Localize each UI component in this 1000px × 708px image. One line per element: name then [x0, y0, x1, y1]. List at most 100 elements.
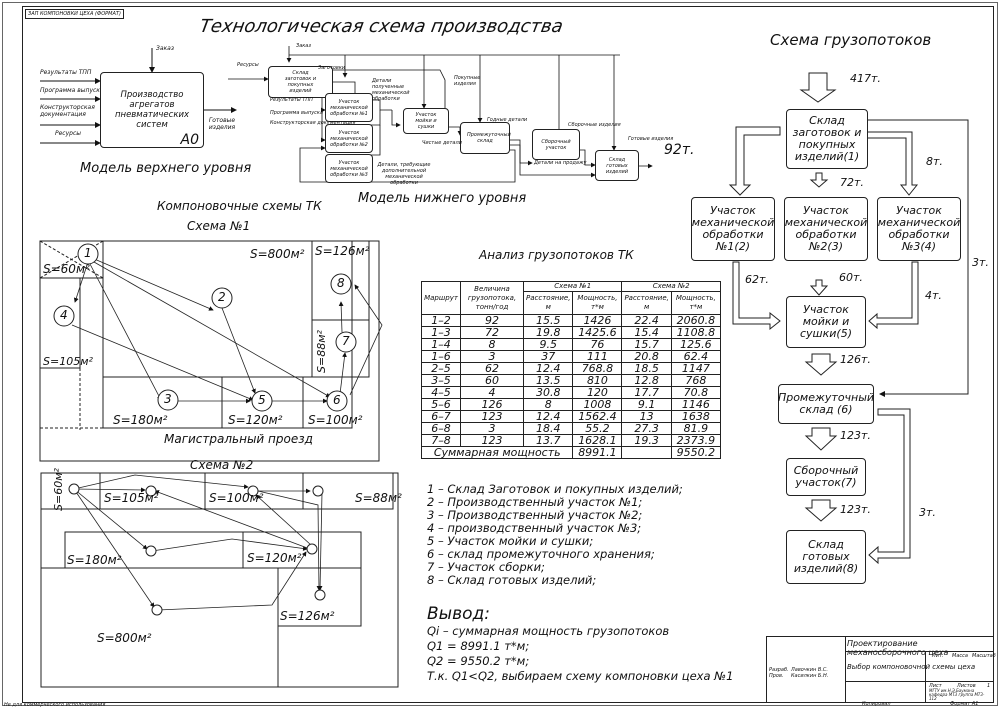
scheme1-nodes [53, 243, 357, 412]
scheme1-node-6: 6 [333, 393, 341, 407]
table-cell: 2060.8 [670, 314, 721, 327]
top-input-1: Результаты ТПП [40, 69, 92, 76]
scheme2-area-180: S=180м² [67, 553, 122, 567]
table-cell: 3 [460, 422, 524, 435]
title-block-sheets: Листов [957, 683, 976, 689]
col-s2-power: Мощность, т*м [670, 291, 721, 315]
lower-box-a23: Участок механической обработки №3 [325, 154, 373, 183]
analysis-table: Маршрут Величина грузопотока, тонн/год С… [420, 281, 721, 459]
top-output-label: Готовые изделия [208, 117, 236, 131]
table-cell: 19.3 [621, 434, 672, 447]
flow-qty-to3: 72т. [840, 176, 864, 189]
arrow-label-machined: Детали полученные механической обработки [372, 78, 410, 102]
table-cell: 12.4 [522, 410, 574, 423]
arrow-label-assembly: Сборочные изделия [568, 122, 621, 128]
scheme2-area-60: S=60м² [51, 468, 65, 511]
top-input-4: Ресурсы [55, 130, 82, 137]
scheme1-title: Схема №1 [187, 219, 251, 233]
table-cell: 6–8 [421, 422, 461, 435]
table-cell: 17.7 [621, 386, 672, 399]
lower-box-a22: Участок механической обработки №2 [325, 124, 373, 153]
lower-box-a3: Участок мойки и сушки [403, 108, 449, 134]
title-block-name: Касилкин Б.Н. [791, 673, 829, 679]
scheme1-node-5: 5 [258, 393, 266, 407]
col-s1-power: Мощность, т*м [572, 291, 623, 315]
lower-control-label: Заказ [296, 43, 312, 49]
table-total-cell: Суммарная мощность [420, 446, 574, 459]
table-cell: 1–3 [421, 326, 461, 339]
flow-qty-from3: 60т. [839, 271, 863, 284]
scheme2-area-126: S=126м² [280, 609, 335, 623]
scheme2-layout [40, 472, 399, 688]
table-cell: 62 [460, 362, 524, 375]
scheme2-area-800: S=800м² [97, 631, 152, 645]
table-cell: 20.8 [621, 350, 672, 363]
flow-qty-from7: 123т. [840, 503, 871, 516]
table-cell: 4–5 [421, 386, 461, 399]
scheme1-node-3: 3 [164, 392, 172, 406]
lower-box-a21: Участок механической обработки №1 [325, 93, 373, 122]
title-block-role: Разраб. [769, 667, 789, 673]
table-cell: 120 [572, 386, 623, 399]
table-cell: 60 [460, 374, 524, 387]
arrow-label-sale: Детали на продажу [534, 160, 587, 166]
table-cell: 12.8 [621, 374, 672, 387]
table-cell: 126 [460, 398, 524, 411]
table-cell: 111 [572, 350, 623, 363]
flow-box-6: Промежуточный склад (6) [778, 384, 874, 424]
flow-scheme-lines [857, 119, 969, 397]
node-legend: 1 – Склад Заготовок и покупных изделий;2… [427, 483, 683, 587]
flow-box-3: Участок механической обработки №2(3) [784, 197, 868, 261]
table-cell: 123 [460, 434, 524, 447]
drawing-frame [22, 6, 994, 703]
flow-qty-from4: 4т. [925, 289, 942, 302]
legend-item: 5 – Участок мойки и сушки; [427, 534, 594, 548]
scheme2-area-88: S=88м² [355, 491, 402, 505]
top-model-box-code: А0 [180, 132, 199, 148]
top-model-caption: Модель верхнего уровня [80, 161, 252, 176]
conclusion-line: Qi – суммарная мощность грузопотоков [427, 624, 670, 638]
scheme1-node-7: 7 [342, 334, 350, 348]
table-cell: 15.5 [522, 314, 574, 327]
flow-qty-from5: 126т. [840, 353, 871, 366]
flow-box-2: Участок механической обработки №1(2) [691, 197, 775, 261]
table-cell: 13.7 [522, 434, 574, 447]
legend-item: 4 – производственный участок №3; [427, 521, 642, 535]
col-s2-dist: Расстояние, м [621, 291, 672, 315]
table-cell: 5–6 [421, 398, 461, 411]
title-block-sheet: Лист [929, 683, 942, 689]
flow-qty-to4: 8т. [926, 155, 943, 168]
top-input-2: Программа выпуска [40, 87, 104, 94]
scheme1-node-8: 8 [337, 276, 345, 290]
lower-box-a1: Склад заготовок и покупных изделий [268, 66, 333, 98]
lower-model-caption: Модель нижнего уровня [358, 191, 527, 206]
flow-box-1: Склад заготовок и покупных изделий(1) [786, 109, 868, 169]
title-block-project: Проектирование механосборочного цеха [847, 639, 949, 657]
lower-box-a3-title: Участок мойки и сушки [415, 112, 437, 130]
conclusion-heading: Вывод: [427, 604, 490, 624]
top-model-lines [40, 48, 237, 146]
scheme1-node-4: 4 [60, 308, 68, 322]
flow-scheme-arrows [728, 72, 919, 565]
table-cell: 6–7 [421, 410, 461, 423]
table-cell: 1–6 [421, 350, 461, 363]
conclusion-line: Q2 = 9550.2 т*м; [427, 654, 530, 668]
col-scheme1: Схема №1 [522, 281, 623, 292]
analysis-title: Анализ грузопотоков ТК [479, 248, 634, 262]
scheme2-nodes [68, 483, 326, 616]
scheme1-node-1: 1 [84, 246, 92, 260]
legend-item: 7 – Участок сборки; [427, 560, 545, 574]
table-cell: 4 [460, 386, 524, 399]
legend-item: 3 – Производственный участок №2; [427, 508, 643, 522]
table-cell: 1–2 [421, 314, 461, 327]
